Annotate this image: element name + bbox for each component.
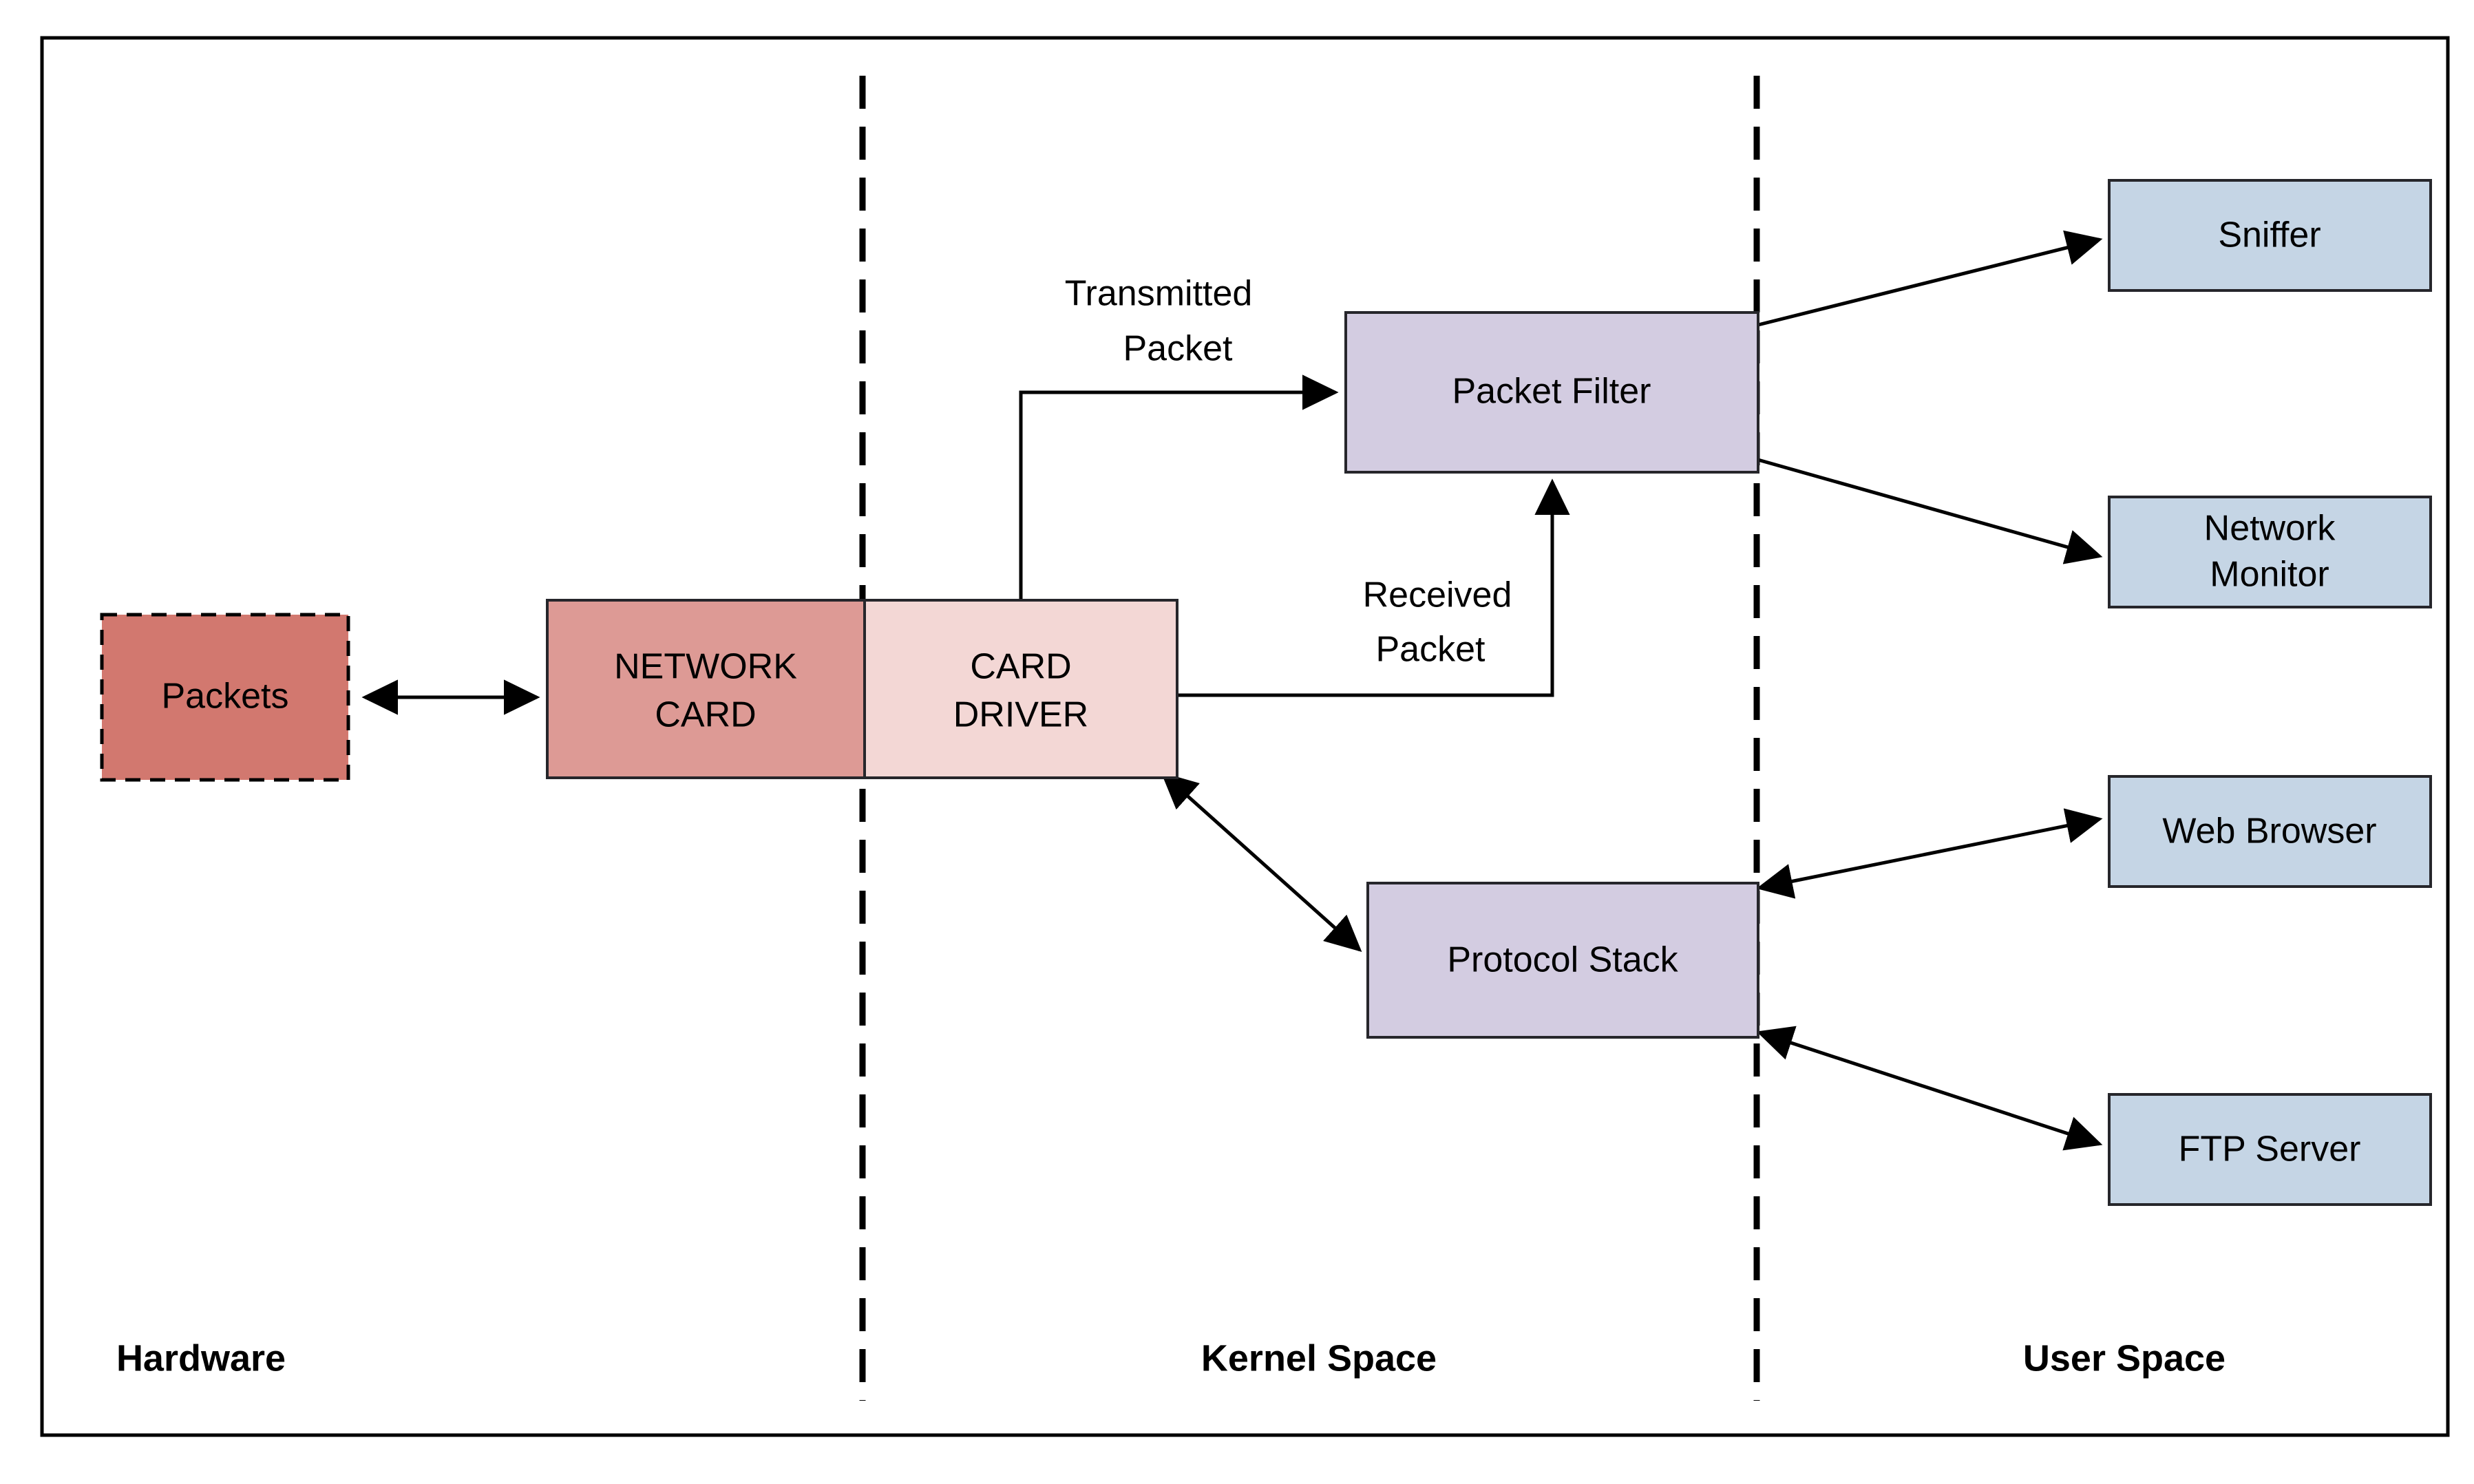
received-packet-label-line1: Received	[1363, 575, 1512, 615]
packet-filter-label: Packet Filter	[1452, 372, 1651, 412]
node-protocol-stack[interactable]: Protocol Stack	[1366, 882, 1759, 1039]
node-card-driver[interactable]: CARD DRIVER	[863, 599, 1178, 779]
edge-received-packet	[1177, 478, 1570, 697]
node-web-browser[interactable]: Web Browser	[2108, 775, 2432, 888]
packet-filter-box[interactable]	[1344, 311, 1759, 474]
network-card-box[interactable]	[546, 599, 866, 779]
web-browser-label: Web Browser	[2162, 812, 2376, 851]
node-packets[interactable]: Packets	[100, 613, 350, 782]
diagram-frame	[40, 36, 2450, 1437]
transmitted-packet-label-line2: Packet	[1123, 329, 1234, 369]
network-monitor-label-line1: Network	[2204, 509, 2336, 549]
card-driver-box[interactable]	[863, 599, 1178, 779]
network-card-label-line2: CARD	[655, 695, 756, 735]
packets-box[interactable]	[100, 613, 350, 782]
sniffer-label: Sniffer	[2218, 215, 2320, 255]
node-ftp-server[interactable]: FTP Server	[2108, 1093, 2432, 1206]
card-driver-label-line2: DRIVER	[953, 695, 1088, 735]
network-monitor-label-line2: Monitor	[2210, 555, 2329, 595]
ftp-server-box[interactable]	[2108, 1093, 2432, 1206]
zone-label-hardware: Hardware	[116, 1337, 286, 1379]
edge-card-driver-protocol-stack	[1161, 772, 1362, 953]
edge-transmitted-packet	[1019, 374, 1339, 688]
edge-protocol-stack-ftp-server	[1756, 1026, 2103, 1151]
edge-packet-filter-sniffer	[1757, 230, 2103, 327]
ftp-server-label: FTP Server	[2179, 1130, 2361, 1169]
edge-packet-filter-network-monitor	[1757, 458, 2103, 564]
edge-protocol-stack-web-browser	[1756, 808, 2103, 899]
protocol-stack-label: Protocol Stack	[1447, 940, 1678, 980]
protocol-stack-box[interactable]	[1366, 882, 1759, 1039]
card-driver-label-line1: CARD	[970, 647, 1071, 687]
node-network-card[interactable]: NETWORK CARD	[546, 599, 866, 779]
received-packet-label-line2: Packet	[1376, 630, 1486, 670]
node-sniffer[interactable]: Sniffer	[2108, 179, 2432, 292]
zone-label-user-space: User Space	[2023, 1337, 2225, 1379]
network-card-label-line1: NETWORK	[614, 647, 797, 687]
packets-label: Packets	[162, 677, 289, 717]
node-network-monitor[interactable]: Network Monitor	[2108, 496, 2432, 608]
zone-label-kernel-space: Kernel Space	[1201, 1337, 1437, 1379]
transmitted-packet-label-line1: Transmitted	[1065, 274, 1253, 314]
web-browser-box[interactable]	[2108, 775, 2432, 888]
network-monitor-box[interactable]	[2108, 496, 2432, 608]
sniffer-box[interactable]	[2108, 179, 2432, 292]
node-packet-filter[interactable]: Packet Filter	[1344, 311, 1759, 474]
